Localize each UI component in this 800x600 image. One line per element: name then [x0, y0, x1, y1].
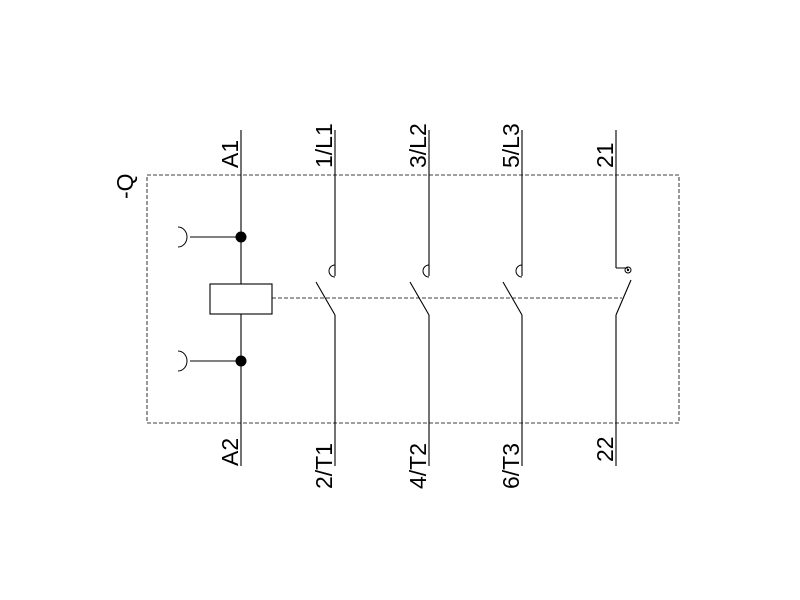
coil-terminal-hook-top-icon — [177, 226, 188, 248]
main-contact-2-label-top: 3/L2 — [405, 123, 431, 168]
main-contact-1: 1/L1 2/T1 — [311, 123, 337, 489]
device-reference: -Q — [112, 173, 138, 199]
main-contact-1-blade — [315, 281, 336, 316]
auxiliary-contact-blade — [615, 279, 632, 316]
main-contact-3-label-bottom: 6/T3 — [498, 443, 524, 489]
coil-terminal-hook-bottom-icon — [177, 350, 188, 372]
main-contact-3-label-top: 5/L3 — [498, 123, 524, 168]
main-contact-1-label-bottom: 2/T1 — [311, 443, 337, 489]
main-contact-2: 3/L2 4/T2 — [405, 123, 431, 489]
auxiliary-contact-mirror-icon — [624, 266, 632, 274]
main-contact-3: 5/L3 6/T3 — [498, 123, 524, 489]
coil-symbol — [209, 283, 273, 315]
coil-label-bottom: A2 — [217, 438, 243, 466]
auxiliary-contact-mirror-dot — [626, 268, 630, 272]
main-contact-2-label-bottom: 4/T2 — [405, 443, 431, 489]
auxiliary-contact: 21 22 — [592, 130, 632, 466]
coil-label-top: A1 — [217, 140, 243, 168]
main-contact-2-blade — [409, 281, 430, 316]
main-contact-1-arc-icon — [328, 264, 336, 278]
main-contact-3-blade — [502, 281, 523, 316]
auxiliary-contact-label-bottom: 22 — [592, 436, 618, 462]
device-boundary — [146, 174, 680, 424]
main-contact-2-arc-icon — [422, 264, 430, 278]
coil-circuit: A1 A2 — [177, 130, 273, 466]
main-contact-3-arc-icon — [515, 264, 523, 278]
auxiliary-contact-label-top: 21 — [592, 142, 618, 168]
main-contact-1-label-top: 1/L1 — [311, 123, 337, 168]
